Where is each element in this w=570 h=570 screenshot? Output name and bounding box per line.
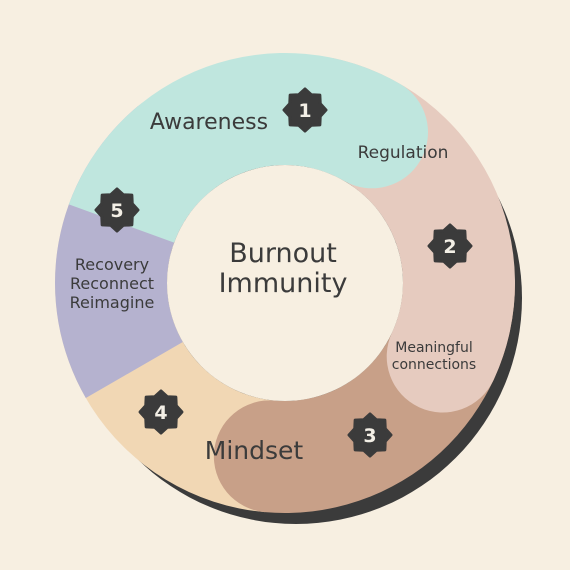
badge-4-shape (138, 389, 184, 435)
badge-1-number: 1 (298, 100, 311, 122)
badge-3-number: 3 (363, 425, 376, 447)
badge-2: 2 (427, 223, 473, 269)
badge-1-shape (282, 87, 328, 133)
center-title-line-2: Immunity (219, 268, 348, 299)
badge-5-number: 5 (110, 200, 123, 222)
segment-3-label-line-2: connections (392, 357, 476, 373)
center-circle (167, 165, 403, 401)
badge-2-shape (427, 223, 473, 269)
segment-1-shape (68, 53, 428, 243)
badge-4-number: 4 (154, 402, 167, 424)
segment-5-label-line-1: Recovery (75, 255, 149, 274)
badge-4: 4 (138, 389, 184, 435)
segment-1-awareness (68, 53, 428, 243)
segment-5-label-line-2: Reconnect (70, 274, 154, 293)
badge-3-shape (347, 412, 393, 458)
segment-5-label-line-3: Reimagine (70, 293, 155, 312)
segment-4-label: Mindset (205, 436, 304, 465)
badge-3: 3 (347, 412, 393, 458)
center-title-line-1: Burnout (229, 238, 337, 269)
segment-2-label: Regulation (358, 143, 449, 163)
badge-2-number: 2 (443, 236, 456, 258)
badge-5: 5 (94, 187, 140, 233)
segment-1-label: Awareness (150, 110, 268, 135)
segment-3-label-line-1: Meaningful (395, 340, 473, 356)
badge-5-shape (94, 187, 140, 233)
badge-1: 1 (282, 87, 328, 133)
